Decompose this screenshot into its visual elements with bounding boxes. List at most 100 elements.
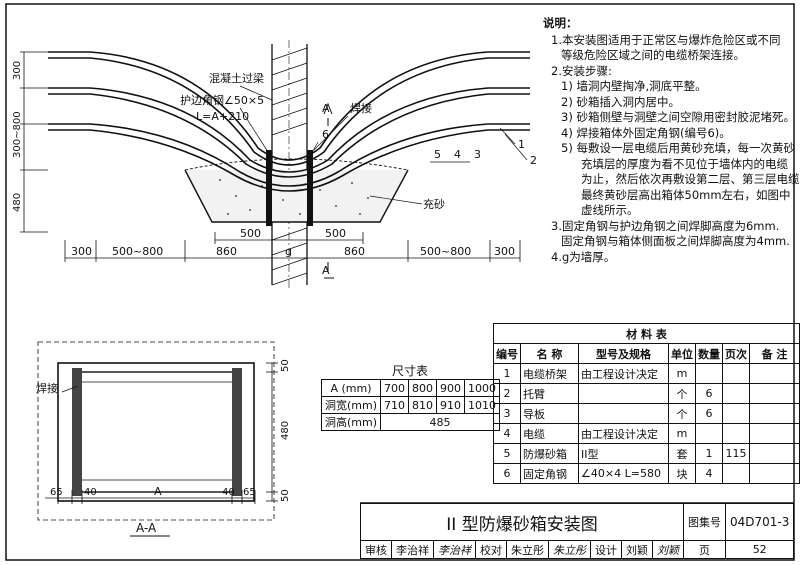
dim-480: 480 [12,193,23,212]
sec-dim-65-left: 65 [50,487,63,498]
col-header: 备 注 [749,343,800,364]
section-mark-bottom: A [322,264,330,277]
label-concrete-beam: 混凝土过梁 [209,71,264,85]
size-table: A (mm) 700 800 900 1000 洞宽(mm) 710 810 9… [320,379,501,431]
page-label: 页 [683,540,726,559]
note-line: 3) 砂箱侧壁与洞壁之间空隙用密封胶泥堵死。 [561,110,795,124]
cell: 900 [436,379,466,397]
col-header: 编号 [493,343,521,364]
cell: A (mm) [320,379,382,397]
cell: 1000 [464,379,501,397]
cell: 810 [408,396,438,414]
reviewer-name: 李治祥 [391,540,434,559]
col-header: 页次 [722,343,750,364]
atlas-number: 04D701-3 [724,503,795,541]
check-label: 校对 [475,540,507,559]
label-edge-angle: 护边角钢∠50×5 [180,93,264,107]
sec-dim-A: A [154,485,162,498]
note-line: 为止，然后依次再敷设第二层、第三层电缆。 [581,172,800,186]
note-line: 充填层的厚度为看不见位于墙体内的电缆 [581,156,788,171]
note-line: 1) 墙洞内壁掏净,洞底平整。 [561,79,707,93]
table-row: 洞宽(mm) 710 810 910 1010 [320,396,501,414]
sand-box [184,169,409,223]
cell: 800 [408,379,438,397]
sec-dim-480: 480 [280,421,291,440]
sand-mound [184,158,409,171]
dim-300: 300 [12,61,23,80]
cell: 洞宽(mm) [320,396,382,414]
notes-block: 说明： 1.本安装图适用于正常区与爆炸危险区或不同 等级危险区域之间的电缆桥架连… [543,16,800,265]
col-header: 名 称 [519,343,580,364]
label-sand-fill: 充砂 [423,197,445,211]
checker-name: 朱立彤 [506,540,549,559]
note-line: 4) 焊接箱体外固定角钢(编号6)。 [561,125,731,140]
materials-caption: 材 料 表 [493,323,800,344]
reviewer-signature: 李治祥 [433,540,476,559]
callout-3: 3 [474,148,481,161]
callout-6: 6 [322,128,329,141]
dim-500-right: 500 [325,227,346,240]
label-weld: 焊接 [350,101,372,115]
col-header: 数量 [695,343,723,364]
designer-name: 刘颖 [621,540,653,559]
dim-300-left: 300 [71,245,92,258]
sec-dim-50-bottom: 50 [280,489,291,502]
note-line: 最终黄砂层高出箱体50mm左右，如图中 [581,187,791,202]
atlas-label: 图集号 [683,503,726,541]
label-edge-len: L=A+210 [196,110,249,123]
cell: 710 [380,396,410,414]
note-line: 固定角钢与箱体侧面板之间焊脚高度为4mm. [561,234,790,248]
review-label: 审核 [360,540,392,559]
elevation-view: 300 300~800 480 500 500 300 500~800 860 … [12,40,537,290]
note-line: 5) 每敷设一层电缆后用黄砂充填，每一次黄砂 [561,141,795,155]
note-line: 等级危险区域之间的电缆桥架连接。 [561,48,745,62]
col-header: 型号及规格 [578,343,669,364]
table-header: 编号 名 称 型号及规格 单位 数量 页次 备 注 [493,343,800,364]
note-line: 2) 砂箱插入洞内居中。 [561,94,680,109]
cell: 910 [436,396,466,414]
designer-signature: 刘颖 [652,540,684,559]
callout-4: 4 [454,148,461,161]
dim-500-800-left: 500~800 [112,245,163,258]
cell: 洞高(mm) [320,413,382,431]
section-caption: A-A [136,521,157,535]
sec-dim-40-left: 40 [84,487,97,498]
cell: 700 [380,379,410,397]
section-view: 焊接 65 40 A 40 65 50 480 50 A-A [36,341,291,537]
table-row: 洞高(mm) 485 [320,413,501,431]
dim-860-left: 860 [216,245,237,258]
dim-860-right: 860 [344,245,365,258]
cell: 485 [380,413,501,431]
sec-dim-50-top: 50 [280,359,291,372]
table-row: A (mm) 700 800 900 1000 [320,379,501,397]
sec-dim-65-right: 65 [243,487,256,498]
design-label: 设计 [590,540,622,559]
note-line: 3.固定角钢与护边角钢之间焊脚高度为6mm. [551,218,780,233]
note-line: 4.g为墙厚。 [551,249,616,264]
callout-2: 2 [530,154,537,167]
checker-signature: 朱立彤 [548,540,591,559]
col-header: 单位 [668,343,696,364]
note-line: 2.安装步骤: [551,63,612,78]
dim-300-800: 300~800 [12,111,23,158]
dim-500-left: 500 [240,227,261,240]
callout-5: 5 [434,148,441,161]
cable-trays [48,51,530,192]
size-table-caption: 尺寸表 [392,364,429,378]
note-line: 虚线所示。 [581,203,639,217]
callout-1: 1 [518,138,525,151]
drawing-title: II 型防爆砂箱安装图 [360,503,684,541]
title-block: II 型防爆砂箱安装图 图集号 04D701-3 审核 李治祥 李治祥 校对 朱… [360,503,795,559]
sec-dim-40-right: 40 [222,487,235,498]
dim-g: g [285,245,292,258]
dim-300-right: 300 [494,245,515,258]
notes-title: 说明： [543,16,578,30]
